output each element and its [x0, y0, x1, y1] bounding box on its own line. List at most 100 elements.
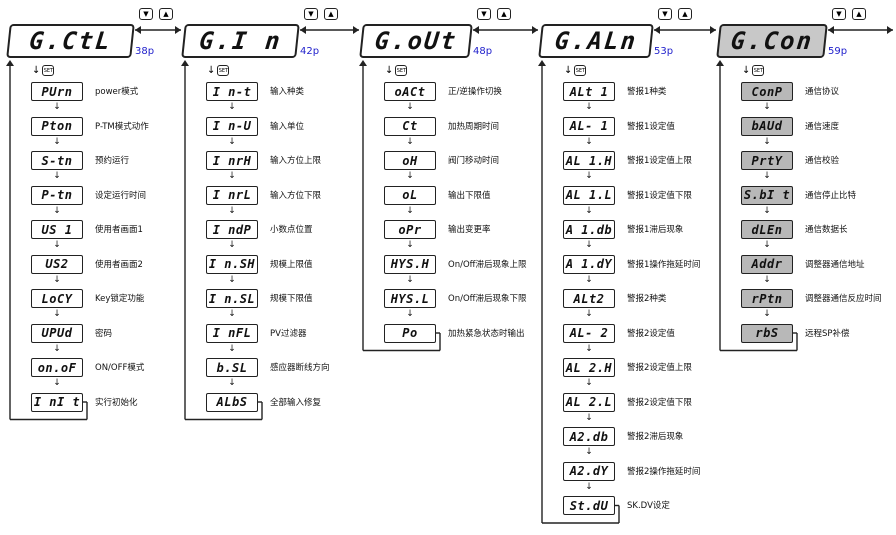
- group-title-box[interactable]: G.I n: [181, 24, 300, 58]
- parameter-box[interactable]: oACt: [384, 82, 436, 101]
- nav-arrow-left: [828, 26, 834, 34]
- parameter-box[interactable]: AL 2.H: [563, 358, 615, 377]
- group-title-box[interactable]: G.CtL: [6, 24, 135, 58]
- down-arrow: ↓: [406, 240, 414, 250]
- down-arrow: ↓: [585, 481, 593, 492]
- parameter-label: 警报1操作拖延时间: [627, 259, 701, 270]
- down-arrow: ↓: [585, 240, 593, 250]
- parameter-box[interactable]: ALbS: [206, 392, 258, 412]
- parameter-box[interactable]: S-tn: [31, 151, 83, 170]
- parameter-box[interactable]: oH: [384, 151, 436, 170]
- parameter-box[interactable]: on.oF: [31, 358, 83, 377]
- parameter-label: 警报2设定值上限: [627, 363, 692, 373]
- parameter-label: 使用者画面2: [95, 259, 143, 270]
- updown-keys: ▼▲: [658, 8, 692, 20]
- updown-keys: ▼▲: [832, 8, 866, 20]
- parameter-box[interactable]: P-tn: [31, 185, 83, 205]
- parameter-box[interactable]: I n.SH: [206, 254, 258, 274]
- down-arrow: ↓: [406, 102, 414, 112]
- parameter-box[interactable]: A 1.dY: [563, 254, 615, 274]
- down-arrow: ↓: [763, 309, 771, 319]
- parameter-box[interactable]: LoCY: [31, 289, 83, 308]
- nav-arrow-left: [473, 26, 479, 34]
- group-title-box[interactable]: G.oUt: [359, 24, 473, 58]
- parameter-box[interactable]: AL- 2: [563, 323, 615, 343]
- parameter-box[interactable]: I nFL: [206, 323, 258, 343]
- down-arrow: ↓: [585, 378, 593, 388]
- parameter-box[interactable]: bAUd: [741, 116, 793, 136]
- parameter-box[interactable]: AL 1.L: [563, 185, 615, 205]
- parameter-box[interactable]: oPr: [384, 220, 436, 239]
- parameter-box[interactable]: Pton: [31, 116, 83, 136]
- parameter-box[interactable]: dLEn: [741, 220, 793, 239]
- parameter-label: 警报2操作拖延时间: [627, 466, 701, 477]
- parameter-label: 通信停止比特: [805, 190, 857, 201]
- parameter-box[interactable]: I nrL: [206, 185, 258, 205]
- parameter-box[interactable]: AL 2.L: [563, 392, 615, 412]
- set-key-indicator: ↓SET: [742, 65, 765, 76]
- parameter-box[interactable]: Po: [384, 323, 436, 343]
- parameter-box[interactable]: UPUd: [31, 323, 83, 343]
- down-arrow: ↓: [53, 378, 61, 388]
- nav-arrow-left: [135, 26, 141, 34]
- parameter-box[interactable]: AL 1.H: [563, 151, 615, 170]
- parameter-box[interactable]: I n-U: [206, 116, 258, 136]
- parameter-box[interactable]: S.bI t: [741, 185, 793, 205]
- parameter-label: 实行初始化: [95, 397, 138, 408]
- parameter-box[interactable]: Ct: [384, 116, 436, 136]
- group-title-box[interactable]: G.Con: [716, 24, 828, 58]
- parameter-box[interactable]: I ndP: [206, 220, 258, 239]
- parameter-box[interactable]: AL- 1: [563, 116, 615, 136]
- group-title-box[interactable]: G.ALn: [538, 24, 654, 58]
- parameter-box[interactable]: A2.dY: [563, 461, 615, 481]
- parameter-label: 输入单位: [270, 121, 305, 132]
- down-arrow: ↓: [385, 65, 394, 76]
- parameter-label: 规模上限值: [270, 259, 313, 270]
- down-key: ▼: [139, 8, 153, 20]
- parameter-box[interactable]: I n-t: [206, 82, 258, 101]
- parameter-box[interactable]: I nI t: [31, 392, 83, 412]
- parameter-box[interactable]: PrtY: [741, 151, 793, 170]
- down-arrow: ↓: [53, 343, 61, 354]
- parameter-box[interactable]: PUrn: [31, 82, 83, 101]
- nav-arrow-left: [654, 26, 660, 34]
- parameter-label: 警报1设定值下限: [627, 190, 692, 201]
- down-arrow: ↓: [228, 171, 236, 181]
- parameter-box[interactable]: US2: [31, 254, 83, 274]
- page-reference: 59p: [828, 46, 848, 57]
- parameter-box[interactable]: ALt2: [563, 289, 615, 308]
- down-arrow: ↓: [585, 136, 593, 147]
- parameter-box[interactable]: ConP: [741, 82, 793, 101]
- parameter-box[interactable]: I nrH: [206, 151, 258, 170]
- parameter-label: 通信数据长: [805, 225, 848, 235]
- parameter-box[interactable]: HYS.L: [384, 289, 436, 308]
- up-key: ▲: [497, 8, 511, 20]
- parameter-box[interactable]: HYS.H: [384, 254, 436, 274]
- parameter-label: 正/逆操作切换: [448, 87, 502, 97]
- parameter-box[interactable]: Addr: [741, 254, 793, 274]
- parameter-box[interactable]: oL: [384, 185, 436, 205]
- down-arrow: ↓: [53, 102, 61, 112]
- down-arrow: ↓: [763, 274, 771, 285]
- down-arrow: ↓: [53, 309, 61, 319]
- set-key-indicator: ↓SET: [32, 65, 55, 76]
- parameter-box[interactable]: b.SL: [206, 358, 258, 377]
- down-arrow: ↓: [742, 65, 751, 76]
- parameter-box[interactable]: A 1.db: [563, 220, 615, 239]
- parameter-label: 预约运行: [95, 156, 130, 166]
- down-arrow: ↓: [406, 205, 414, 216]
- parameter-box[interactable]: ALt 1: [563, 82, 615, 101]
- parameter-box[interactable]: A2.db: [563, 427, 615, 446]
- down-arrow: ↓: [207, 65, 216, 76]
- parameter-box[interactable]: I n.SL: [206, 289, 258, 308]
- parameter-box[interactable]: US 1: [31, 220, 83, 239]
- parameter-label: P-TM模式动作: [95, 121, 149, 132]
- parameter-box[interactable]: rPtn: [741, 289, 793, 308]
- parameter-label: 调整器通信地址: [805, 259, 865, 270]
- parameter-label: 通信校验: [805, 156, 840, 166]
- parameter-box[interactable]: rbS: [741, 323, 793, 343]
- nav-arrow-right: [353, 26, 359, 34]
- down-arrow: ↓: [585, 274, 593, 285]
- parameter-box[interactable]: St.dU: [563, 496, 615, 515]
